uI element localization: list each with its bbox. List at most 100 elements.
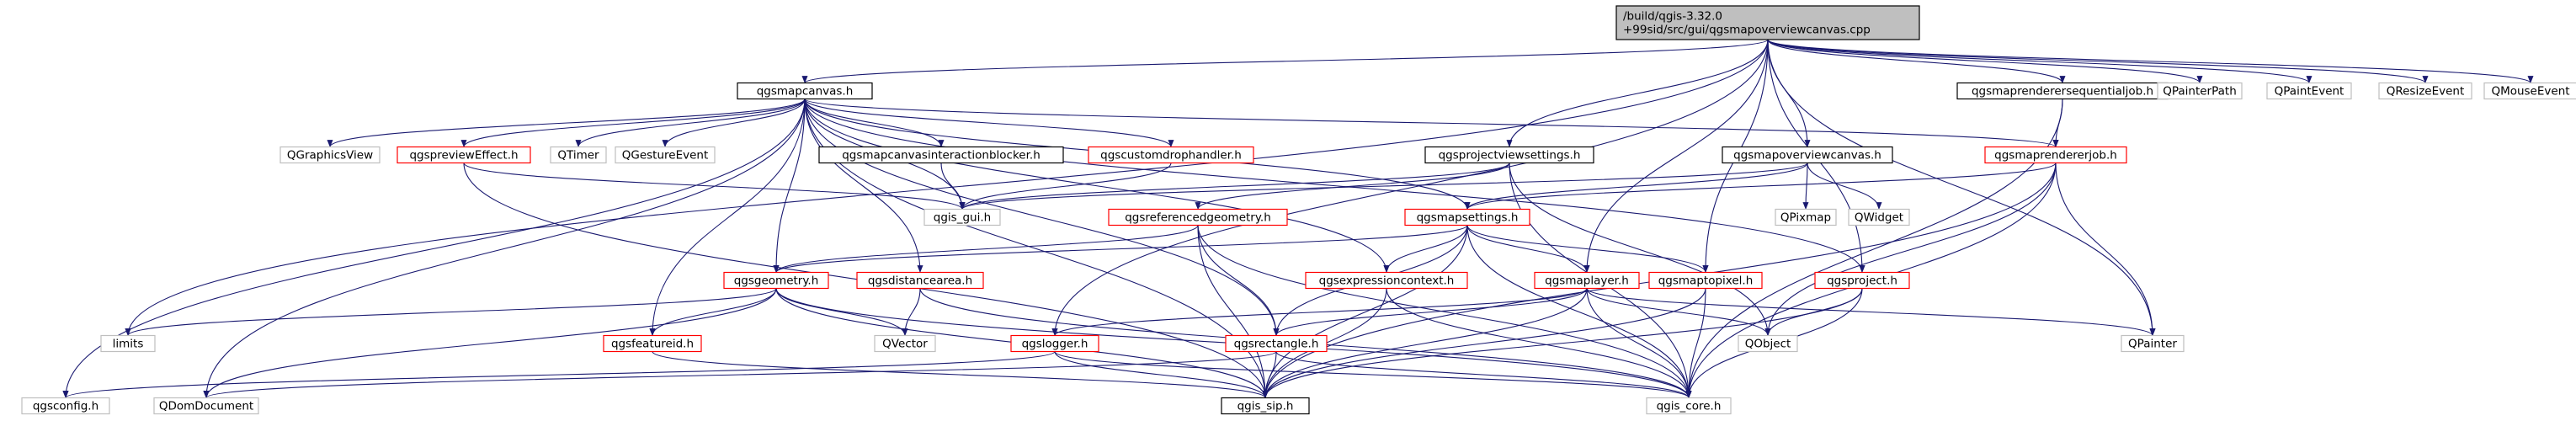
edge-qgsmapcanvas-to-qgsconfig [62, 99, 806, 398]
edge-qgscustomdrophandler-to-qgis_gui [959, 163, 1172, 210]
node-qgsmapcanvasinteractionblocker[interactable]: qgsmapcanvasinteractionblocker.h [818, 146, 1064, 164]
node-box-qgis_core [1646, 397, 1732, 415]
node-qvector[interactable]: QVector [874, 334, 936, 353]
node-qgsexpressioncontext[interactable]: qgsexpressioncontext.h [1305, 271, 1468, 290]
node-qgsmaprenderersequentialjob[interactable]: qgsmaprenderersequentialjob.h [1956, 82, 2169, 100]
node-box-qgsmapoverviewcanvas [1722, 146, 1893, 164]
edge-root-to-qgsmaplayer [1583, 39, 1769, 273]
node-qgsmaptopixel[interactable]: qgsmaptopixel.h [1648, 271, 1763, 290]
edge-qgsmapoverviewcanvas-to-qgsmapsettings [1464, 163, 1808, 210]
node-qgsprojectviewsettings[interactable]: qgsprojectviewsettings.h [1424, 146, 1594, 164]
node-label-qgis_sip: qgis_sip.h [1237, 400, 1294, 413]
edge-qgslogger-to-qgis_core [1054, 351, 1692, 398]
edge-qgsrectangle-to-qgis_core [1275, 351, 1692, 398]
node-box-qgslogger [1010, 334, 1099, 353]
node-qgraphicsview[interactable]: QGraphicsView [279, 146, 381, 164]
node-label-qpainterpath: QPainterPath [2163, 85, 2237, 99]
node-qgsproject[interactable]: qgsproject.h [1814, 271, 1910, 290]
node-box-qgsmaptopixel [1648, 271, 1763, 290]
node-label-qgsmaptopixel: qgsmaptopixel.h [1658, 274, 1754, 288]
node-qobject[interactable]: QObject [1738, 334, 1798, 353]
node-qgis_core[interactable]: qgis_core.h [1646, 397, 1732, 415]
node-label-qgsexpressioncontext: qgsexpressioncontext.h [1319, 274, 1455, 288]
edge-qgsmapcanvas-to-qgsmapcanvasinteractionblocker [804, 99, 945, 147]
node-qgsmapcanvas[interactable]: qgsmapcanvas.h [737, 82, 873, 100]
edge-qgsdistancearea-to-qvector [902, 288, 921, 336]
edge-qgsmaprendererjob-to-qpainter [2055, 163, 2156, 336]
node-box-qgsrectangle [1225, 334, 1328, 353]
node-qgestureevent[interactable]: QGestureEvent [615, 146, 716, 164]
node-label-qgsrectangle: qgsrectangle.h [1234, 338, 1319, 351]
edge-qgsproject-to-qgis_sip [1262, 288, 1863, 398]
edge-root-to-limits [125, 39, 1769, 336]
edge-qgsmapcanvas-to-qgis_sip [804, 99, 1269, 398]
edge-qgsprojectviewsettings-to-qobject [1509, 163, 1771, 336]
node-qgsmapsettings[interactable]: qgsmapsettings.h [1404, 208, 1530, 226]
edge-qgsmaplayer-to-qgis_sip [1262, 288, 1588, 398]
edge-root-to-qmouseevent [1767, 39, 2534, 83]
edge-root-to-qpaintevent [1767, 39, 2313, 83]
nodes-layer: /build/qgis-3.32.0+99sid/src/gui/qgsmapo… [21, 5, 2576, 415]
node-qgsconfig[interactable]: qgsconfig.h [21, 397, 110, 415]
node-qpainter[interactable]: QPainter [2121, 334, 2185, 353]
edge-qgsmapcanvas-to-qgsmaprendererjob [804, 99, 2059, 147]
edge-root-to-qpainter [1767, 39, 2156, 336]
edge-qgsmaplayer-to-qgslogger [1051, 288, 1588, 336]
edge-qgsmaplayer-to-qgis_core [1586, 288, 1692, 398]
node-qgsreferencedgeometry[interactable]: qgsreferencedgeometry.h [1108, 208, 1288, 226]
node-label-root-0: /build/qgis-3.32.0 [1623, 10, 1722, 24]
edge-qgsmapcanvas-to-qtimer [575, 99, 806, 147]
node-box-qgsreferencedgeometry [1108, 208, 1288, 226]
node-label-qgestureevent: QGestureEvent [622, 149, 709, 163]
node-qgspreviewEffect[interactable]: qgspreviewEffect.h [397, 146, 531, 164]
node-label-qvector: QVector [882, 338, 928, 351]
node-qpaintevent[interactable]: QPaintEvent [2266, 82, 2352, 100]
node-qgis_sip[interactable]: qgis_sip.h [1221, 397, 1310, 415]
node-qgsfeatureid[interactable]: qgsfeatureid.h [603, 334, 702, 353]
node-limits[interactable]: limits [100, 334, 156, 353]
edge-qgsrectangle-to-qdomdocument [203, 351, 1277, 398]
edge-root-to-qgsmaprenderersequentialjob [1767, 39, 2066, 83]
node-qwidget[interactable]: QWidget [1848, 208, 1910, 226]
node-qresizeevent[interactable]: QResizeEvent [2378, 82, 2472, 100]
node-box-qvector [874, 334, 936, 353]
node-label-qgsfeatureid: qgsfeatureid.h [611, 338, 694, 351]
node-qpainterpath[interactable]: QPainterPath [2157, 82, 2243, 100]
node-qgsmaplayer[interactable]: qgsmaplayer.h [1534, 271, 1640, 290]
node-qtimer[interactable]: QTimer [550, 146, 607, 164]
edge-qgsmapsettings-to-qgsmaptopixel [1466, 225, 1709, 273]
node-qgscustomdrophandler[interactable]: qgscustomdrophandler.h [1088, 146, 1254, 164]
node-box-qgsconfig [21, 397, 110, 415]
edge-root-to-qgsprojectviewsettings [1506, 39, 1769, 147]
edge-qgsmapsettings-to-qgsexpressioncontext [1383, 225, 1468, 273]
edge-qgsmapoverviewcanvas-to-qpixmap [1802, 163, 1809, 210]
node-qgsdistancearea[interactable]: qgsdistancearea.h [856, 271, 984, 290]
node-label-qgslogger: qgslogger.h [1022, 338, 1088, 351]
node-label-qgsprojectviewsettings: qgsprojectviewsettings.h [1439, 149, 1581, 163]
node-box-qobject [1738, 334, 1798, 353]
node-qgsmapoverviewcanvas[interactable]: qgsmapoverviewcanvas.h [1722, 146, 1893, 164]
node-qgslogger[interactable]: qgslogger.h [1010, 334, 1099, 353]
node-box-qresizeevent [2378, 82, 2472, 100]
node-box-qpainter [2121, 334, 2185, 353]
node-box-qgsexpressioncontext [1305, 271, 1468, 290]
node-label-qgsreferencedgeometry: qgsreferencedgeometry.h [1125, 211, 1271, 225]
edge-qgsmapcanvas-to-qgscustomdrophandler [804, 99, 1174, 147]
node-qgis_gui[interactable]: qgis_gui.h [923, 208, 1001, 226]
node-qdomdocument[interactable]: QDomDocument [153, 397, 259, 415]
node-qmouseevent[interactable]: QMouseEvent [2483, 82, 2576, 100]
node-label-qmouseevent: QMouseEvent [2491, 85, 2569, 99]
edge-qgsprojectviewsettings-to-qgis_gui [959, 163, 1510, 210]
edge-qgsmapsettings-to-qgis_core [1466, 225, 1692, 398]
node-qgsmaprendererjob[interactable]: qgsmaprendererjob.h [1984, 146, 2127, 164]
node-box-qgsdistancearea [856, 271, 984, 290]
node-box-qgis_sip [1221, 397, 1310, 415]
node-label-qgsmapsettings: qgsmapsettings.h [1417, 211, 1519, 225]
node-label-qgis_core: qgis_core.h [1657, 400, 1722, 413]
node-qgsrectangle[interactable]: qgsrectangle.h [1225, 334, 1328, 353]
node-box-qpaintevent [2266, 82, 2352, 100]
node-qpixmap[interactable]: QPixmap [1775, 208, 1837, 226]
node-box-qpainterpath [2157, 82, 2243, 100]
node-qgsgeometry[interactable]: qgsgeometry.h [723, 271, 829, 290]
